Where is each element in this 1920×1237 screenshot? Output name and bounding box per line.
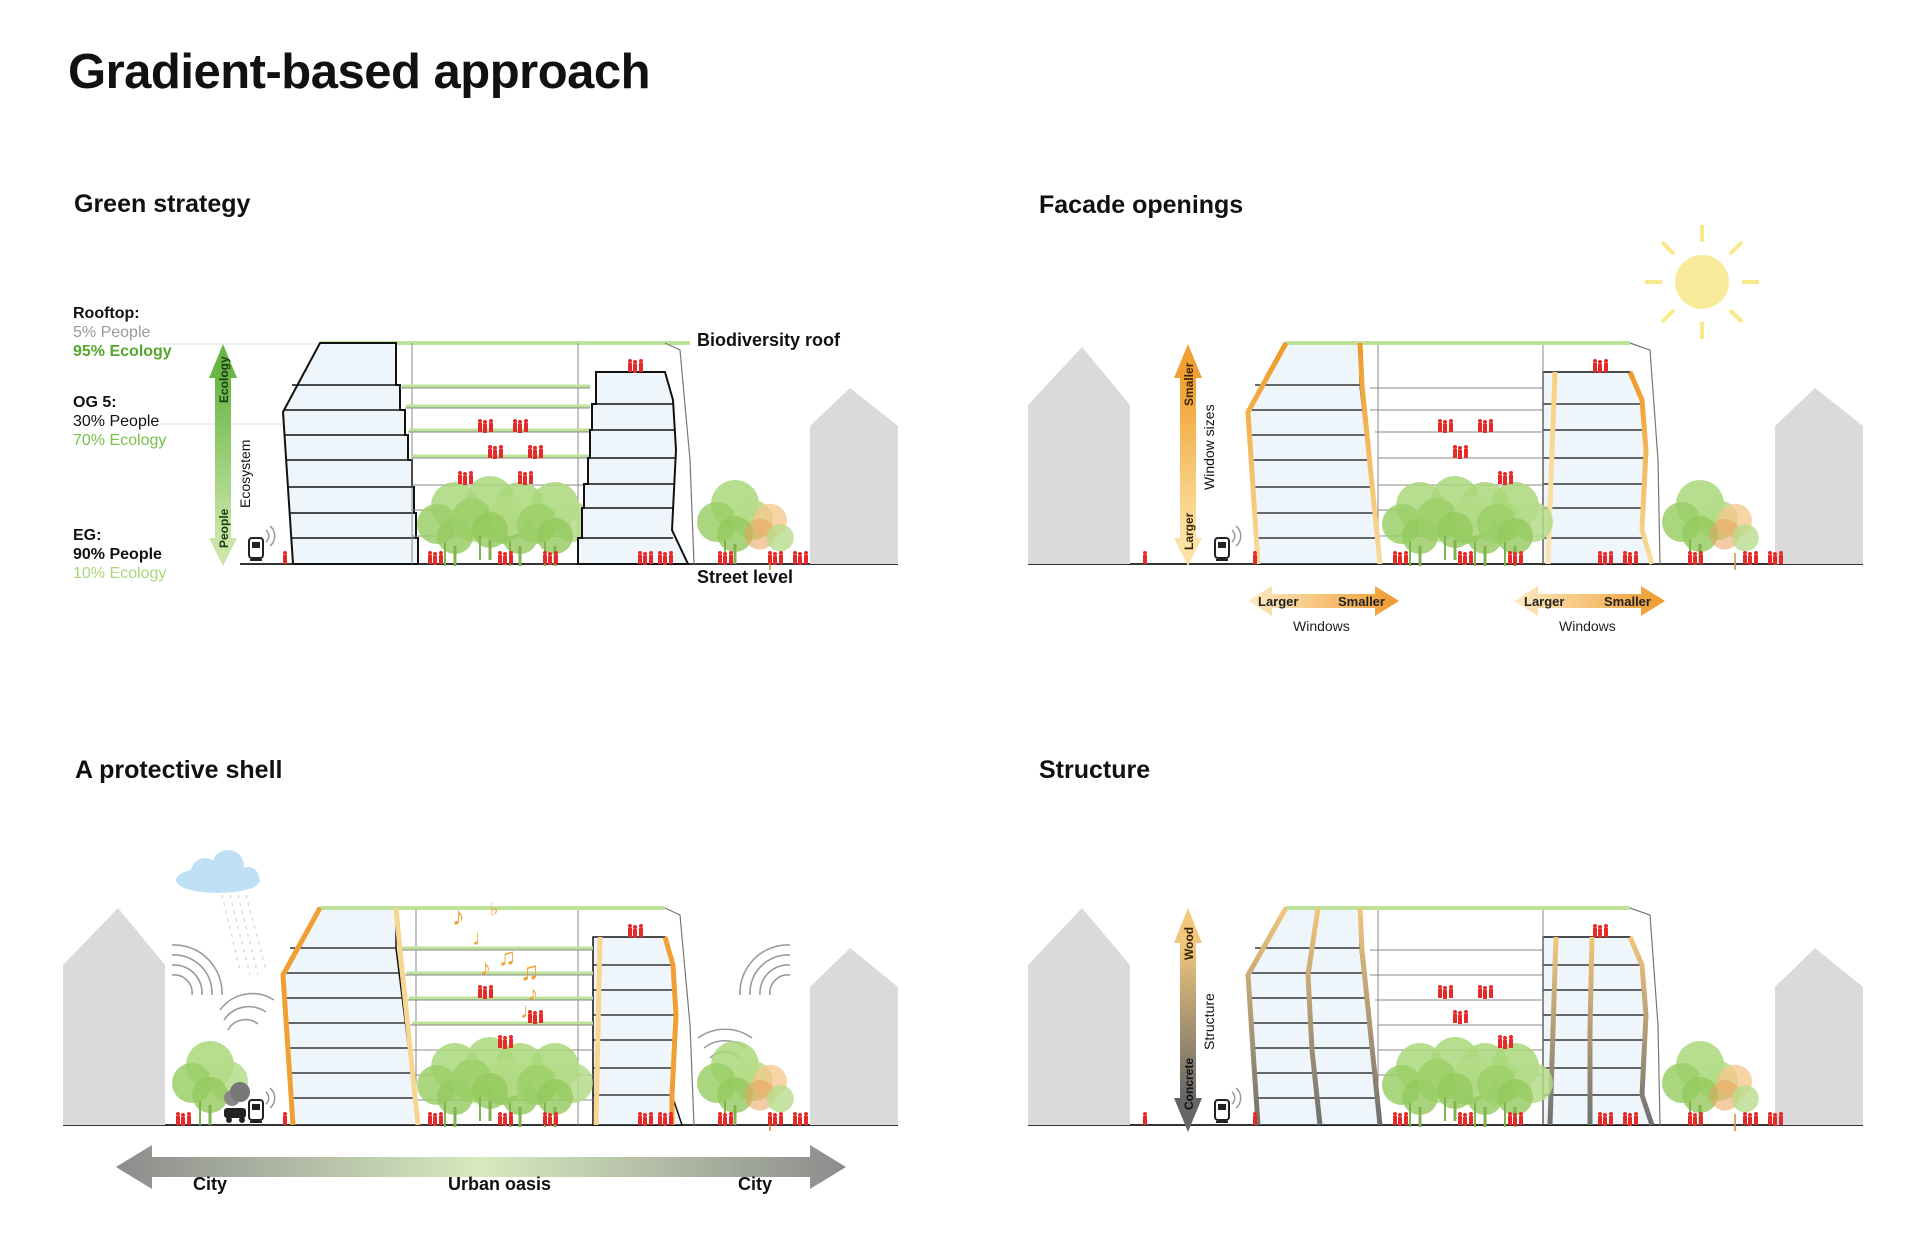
h-left-label: Larger [1524, 594, 1564, 609]
house-right [1775, 388, 1863, 564]
ecosystem-label: Ecosystem [237, 440, 253, 508]
people-icon [718, 551, 808, 565]
cloud-icon [176, 850, 267, 976]
window-sizes-label: Window sizes [1201, 404, 1217, 490]
tram-icon [248, 1087, 276, 1123]
panel-title-green-strategy: Green strategy [74, 190, 251, 218]
svg-text:♫: ♫ [498, 944, 516, 971]
eg-ecology: 10% Ecology [73, 565, 167, 582]
car-icon [224, 1082, 250, 1123]
panel-title-facade-openings: Facade openings [1039, 191, 1244, 219]
arrow-bottom-label: Larger [1182, 512, 1196, 550]
h-right-label: Smaller [1338, 594, 1385, 609]
urban-oasis-label: Urban oasis [448, 1174, 551, 1194]
svg-text:♭: ♭ [490, 899, 499, 919]
structure-panel: Wood Concrete Structure [1028, 906, 1863, 1132]
arrow-bottom-label: People [217, 508, 231, 548]
arrow-top-label: Smaller [1182, 362, 1196, 406]
arrow-bottom-label: Concrete [1182, 1058, 1196, 1110]
h-right-label: Smaller [1604, 594, 1651, 609]
page-title: Gradient-based approach [68, 45, 651, 99]
panel-title-protective-shell: A protective shell [75, 756, 283, 784]
eg-people: 90% People [73, 546, 162, 563]
window-size-arrow: Smaller Larger Window sizes [1174, 344, 1217, 566]
structure-arrow: Wood Concrete Structure [1174, 908, 1217, 1132]
city-left-label: City [193, 1174, 227, 1194]
city-right-label: City [738, 1174, 772, 1194]
city-oasis-arrow: City Urban oasis City [116, 1145, 846, 1194]
tram-icon [248, 525, 276, 561]
windows-caption: Windows [1293, 618, 1350, 634]
green-strategy-panel: Ecology People Ecosystem [160, 341, 898, 570]
protective-shell-panel: ♪♩ ♭♫ ♪♫ ♪♩ [63, 850, 898, 1194]
house-left [1028, 347, 1130, 564]
people-icon [718, 1112, 808, 1126]
svg-text:♪: ♪ [452, 901, 465, 931]
building-left-block [281, 342, 419, 565]
windows-caption: Windows [1559, 618, 1616, 634]
arrow-top-label: Ecology [217, 356, 231, 403]
windows-arrow-right: Larger Smaller Windows [1514, 586, 1665, 634]
svg-text:♫: ♫ [520, 956, 540, 986]
house-right [1775, 948, 1863, 1125]
svg-text:♪: ♪ [480, 955, 491, 980]
sound-waves-icon [171, 944, 791, 1059]
h-left-label: Larger [1258, 594, 1298, 609]
og5-ecology: 70% Ecology [73, 432, 167, 449]
rooftop-ecology: 95% Ecology [73, 343, 172, 360]
windows-arrow-left: Larger Smaller Windows [1248, 586, 1399, 634]
sun-icon [1645, 225, 1759, 339]
tram-icon [1214, 525, 1242, 561]
biodiversity-roof-label: Biodiversity roof [697, 330, 841, 350]
structure-side-label: Structure [1201, 993, 1217, 1050]
svg-text:♪: ♪ [528, 983, 538, 1005]
svg-text:♩: ♩ [472, 925, 494, 950]
house-right [810, 948, 898, 1125]
og5-heading: OG 5: [73, 394, 117, 411]
ecology-people-arrow: Ecology People Ecosystem [209, 344, 253, 566]
street-level-label: Street level [697, 567, 794, 587]
eg-heading: EG: [73, 527, 102, 544]
house-right [810, 388, 898, 564]
facade-openings-panel: Smaller Larger Window sizes Larger Small… [1028, 225, 1863, 634]
panel-title-structure: Structure [1039, 756, 1151, 784]
rooftop-heading: Rooftop: [73, 305, 140, 322]
og5-people: 30% People [73, 413, 160, 430]
house-left [1028, 908, 1130, 1125]
building-right-block [577, 371, 690, 565]
tram-icon [1214, 1087, 1242, 1123]
music-notes-icon: ♪♩ ♭♫ ♪♫ ♪♩ [452, 899, 542, 1023]
rooftop-people: 5% People [73, 324, 151, 341]
arrow-top-label: Wood [1182, 927, 1196, 960]
house-left [63, 908, 165, 1125]
